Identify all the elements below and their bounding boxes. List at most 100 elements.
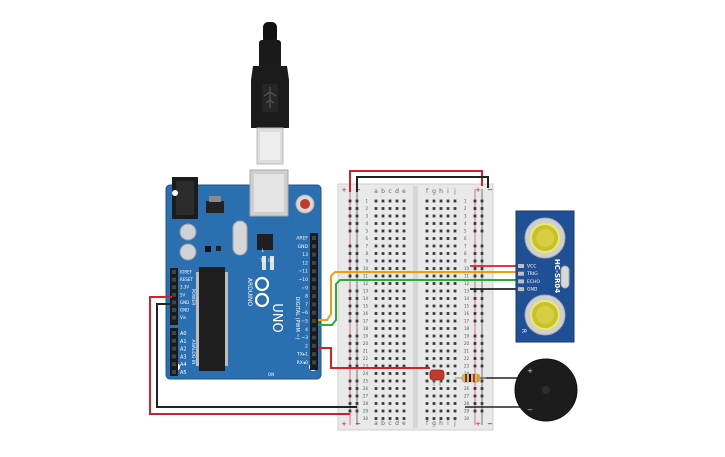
rail-hole[interactable] (348, 387, 352, 390)
header-pin[interactable] (172, 270, 176, 274)
rail-hole[interactable] (355, 289, 359, 293)
breadboard-hole[interactable] (453, 214, 457, 218)
rail-hole[interactable] (348, 267, 352, 270)
breadboard-hole[interactable] (374, 342, 378, 345)
breadboard-hole[interactable] (381, 289, 385, 293)
breadboard-hole[interactable] (402, 364, 406, 368)
breadboard-hole[interactable] (388, 312, 392, 315)
breadboard-hole[interactable] (402, 282, 406, 285)
breadboard-hole[interactable] (388, 394, 392, 398)
rail-hole[interactable] (473, 289, 477, 293)
breadboard-hole[interactable] (395, 417, 399, 420)
breadboard-hole[interactable] (395, 349, 399, 353)
breadboard-hole[interactable] (381, 297, 385, 300)
breadboard-hole[interactable] (425, 327, 429, 330)
rail-hole[interactable] (348, 319, 352, 323)
breadboard-hole[interactable] (453, 289, 457, 293)
rail-hole[interactable] (480, 199, 484, 203)
rail-hole[interactable] (348, 342, 352, 345)
breadboard-hole[interactable] (395, 357, 399, 360)
breadboard-hole[interactable] (446, 327, 450, 330)
breadboard-hole[interactable] (381, 334, 385, 338)
breadboard-hole[interactable] (381, 394, 385, 398)
breadboard-hole[interactable] (446, 237, 450, 240)
breadboard-hole[interactable] (402, 372, 406, 375)
breadboard-hole[interactable] (374, 304, 378, 308)
rail-hole[interactable] (348, 274, 352, 278)
rail-hole[interactable] (355, 312, 359, 315)
breadboard-hole[interactable] (374, 312, 378, 315)
rail-hole[interactable] (480, 312, 484, 315)
rail-hole[interactable] (348, 259, 352, 263)
breadboard-hole[interactable] (432, 364, 436, 368)
header-pin[interactable] (172, 370, 176, 374)
breadboard-hole[interactable] (425, 372, 429, 375)
breadboard-hole[interactable] (446, 342, 450, 345)
breadboard-hole[interactable] (395, 267, 399, 270)
breadboard-hole[interactable] (425, 237, 429, 240)
breadboard-hole[interactable] (453, 372, 457, 375)
breadboard-hole[interactable] (395, 319, 399, 323)
breadboard-hole[interactable] (425, 229, 429, 233)
rail-hole[interactable] (480, 349, 484, 353)
rail-hole[interactable] (480, 364, 484, 368)
breadboard-hole[interactable] (439, 379, 443, 383)
header-pin[interactable] (312, 269, 316, 274)
breadboard-hole[interactable] (395, 297, 399, 300)
breadboard-hole[interactable] (402, 349, 406, 353)
breadboard-hole[interactable] (388, 342, 392, 345)
breadboard-hole[interactable] (439, 274, 443, 278)
rail-hole[interactable] (348, 244, 352, 248)
breadboard-hole[interactable] (388, 349, 392, 353)
led[interactable] (429, 369, 445, 386)
breadboard-hole[interactable] (432, 409, 436, 413)
rail-hole[interactable] (355, 252, 359, 255)
breadboard-hole[interactable] (446, 409, 450, 413)
rail-hole[interactable] (480, 304, 484, 308)
breadboard-hole[interactable] (453, 237, 457, 240)
header-pin[interactable] (172, 308, 176, 312)
breadboard-hole[interactable] (381, 282, 385, 285)
breadboard-hole[interactable] (439, 229, 443, 233)
breadboard-hole[interactable] (381, 274, 385, 278)
breadboard-hole[interactable] (439, 349, 443, 353)
breadboard-hole[interactable] (432, 402, 436, 405)
breadboard-hole[interactable] (402, 259, 406, 263)
breadboard-hole[interactable] (381, 379, 385, 383)
breadboard-hole[interactable] (446, 417, 450, 420)
breadboard-hole[interactable] (425, 357, 429, 360)
breadboard-hole[interactable] (374, 222, 378, 225)
breadboard-hole[interactable] (395, 199, 399, 203)
rail-hole[interactable] (348, 304, 352, 308)
breadboard-hole[interactable] (425, 379, 429, 383)
breadboard-hole[interactable] (402, 409, 406, 413)
rail-hole[interactable] (480, 222, 484, 225)
breadboard-hole[interactable] (439, 252, 443, 255)
breadboard-hole[interactable] (425, 402, 429, 405)
breadboard-hole[interactable] (395, 237, 399, 240)
breadboard-hole[interactable] (388, 409, 392, 413)
breadboard-hole[interactable] (395, 259, 399, 263)
rail-hole[interactable] (473, 387, 477, 390)
breadboard-hole[interactable] (395, 394, 399, 398)
breadboard-hole[interactable] (439, 417, 443, 420)
breadboard-hole[interactable] (388, 357, 392, 360)
breadboard-hole[interactable] (395, 244, 399, 248)
breadboard-hole[interactable] (432, 199, 436, 203)
header-pin[interactable] (172, 354, 176, 359)
breadboard-hole[interactable] (453, 342, 457, 345)
rail-hole[interactable] (473, 259, 477, 263)
breadboard-hole[interactable] (439, 312, 443, 315)
rail-hole[interactable] (480, 289, 484, 293)
breadboard-hole[interactable] (388, 304, 392, 308)
breadboard-hole[interactable] (446, 244, 450, 248)
breadboard-hole[interactable] (425, 334, 429, 338)
breadboard-hole[interactable] (432, 274, 436, 278)
breadboard-hole[interactable] (388, 244, 392, 248)
breadboard-hole[interactable] (395, 214, 399, 218)
breadboard-hole[interactable] (439, 259, 443, 263)
breadboard-hole[interactable] (425, 289, 429, 293)
rail-hole[interactable] (480, 252, 484, 255)
breadboard-hole[interactable] (395, 327, 399, 330)
